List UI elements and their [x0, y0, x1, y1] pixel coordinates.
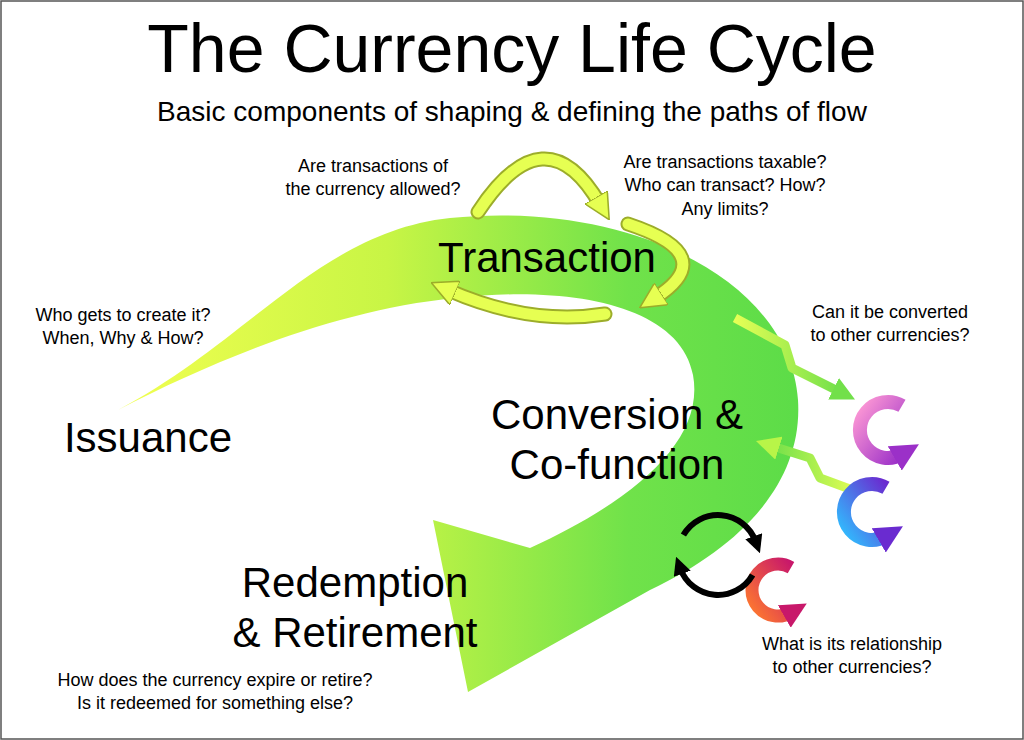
circular-arrow [680, 569, 752, 595]
conversion-arrow [772, 446, 858, 492]
recycle-arrow [448, 290, 605, 317]
question-note: What is its relationship to other curren… [758, 633, 946, 680]
question-note: Are transactions of the currency allowed… [285, 155, 462, 202]
recycle-outline [448, 290, 605, 317]
stage-name: Issuance [48, 413, 248, 463]
question-note: How does the currency expire or retire? … [51, 669, 379, 716]
question-note: Who gets to create it? When, Why & How? [32, 304, 214, 351]
currency-swirl [844, 484, 886, 540]
stage-name: Conversion & Co-function [486, 390, 748, 490]
stage-label: Issuance [44, 409, 252, 467]
question-note: Can it be converted to other currencies? [807, 301, 973, 348]
question-note: Are transactions taxable? Who can transa… [622, 151, 828, 221]
stage-label: Redemption & Retirement [227, 554, 483, 662]
stage-name: Redemption & Retirement [231, 558, 479, 658]
stage-label: Conversion & Co-function [482, 386, 752, 494]
currency-swirl [860, 402, 902, 458]
stage-name: Transaction [427, 233, 667, 283]
currency-swirl [752, 564, 791, 616]
diagram-title: The Currency Life Cycle [0, 9, 1024, 87]
stage-label: Transaction [423, 229, 671, 287]
circular-arrow [683, 515, 755, 541]
subtitle: Basic components of shaping & defining t… [12, 94, 1012, 130]
recycle-arrow [478, 159, 600, 212]
recycle-outline [478, 159, 600, 212]
